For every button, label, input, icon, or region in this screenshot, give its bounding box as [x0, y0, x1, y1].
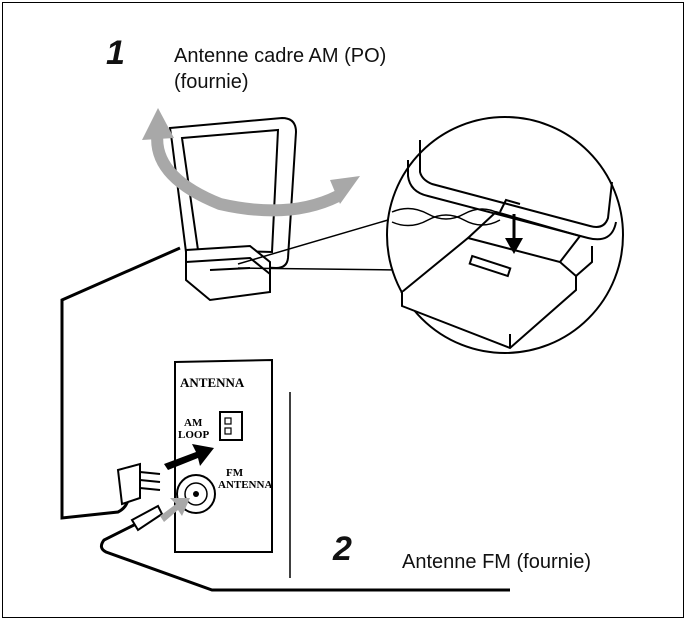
- panel-title: ANTENNA: [180, 375, 245, 390]
- am-antenna-caption-line1: Antenne cadre AM (PO): [174, 45, 387, 67]
- zoom-leader-lines: [237, 219, 399, 271]
- am-connect-arrow: [164, 444, 214, 470]
- fm-antenna-caption: Antenne FM (fournie): [402, 551, 591, 573]
- am-loop-antenna: [168, 116, 298, 302]
- zoom-detail-circle: [386, 116, 624, 354]
- fm-connect-arrow: [160, 498, 190, 522]
- am-connector-plug: [116, 462, 161, 506]
- fm-antenna-label-2: ANTENNA: [218, 479, 272, 491]
- rear-panel: [174, 358, 291, 578]
- fm-plug: [130, 504, 164, 532]
- step-number-1: 1: [106, 34, 125, 72]
- am-antenna-caption-line2: (fournie): [174, 71, 249, 93]
- fm-antenna-label-1: FM: [226, 467, 244, 479]
- rotation-arrow: [151, 124, 344, 217]
- am-loop-label-1: AM: [184, 417, 203, 429]
- am-loop-label-2: LOOP: [178, 429, 209, 441]
- rotation-arrowhead-left: [142, 108, 174, 140]
- rotation-arrowhead-right: [330, 176, 360, 204]
- step-number-2: 2: [333, 530, 352, 568]
- fm-antenna-wire: [99, 522, 510, 592]
